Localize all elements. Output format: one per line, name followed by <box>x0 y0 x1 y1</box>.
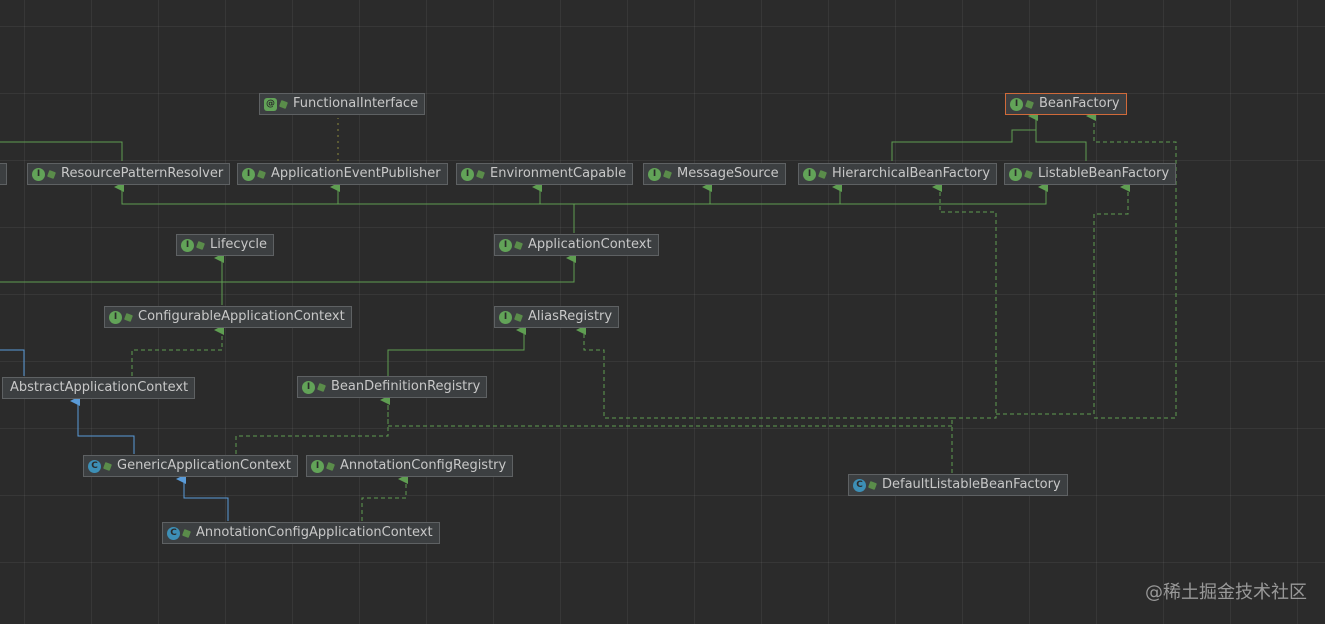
node-label: BeanDefinitionRegistry <box>331 379 481 394</box>
node-resource-pattern-resolver[interactable]: I ResourcePatternResolver <box>27 163 231 185</box>
edge-listable-beanfactory <box>1035 116 1087 161</box>
edge-default-hierarchical <box>932 182 997 419</box>
node-label: ListableBeanFactory <box>1038 166 1170 181</box>
access-modifier-icon <box>868 480 877 490</box>
node-annotation-config-registry[interactable]: I AnnotationConfigRegistry <box>306 455 514 477</box>
edge-appcontext-listable <box>840 182 1048 205</box>
node-label: AnnotationConfigApplicationContext <box>196 525 433 540</box>
access-modifier-icon <box>514 312 523 322</box>
node-lifecycle[interactable]: I Lifecycle <box>176 234 275 256</box>
node-functional-interface[interactable]: @ FunctionalInterface <box>259 93 426 115</box>
class-icon: C <box>853 478 866 492</box>
node-alias-registry[interactable]: I AliasRegistry <box>494 306 620 328</box>
access-modifier-icon <box>1024 169 1033 179</box>
class-icon: C <box>88 459 101 473</box>
node-label: AnnotationConfigRegistry <box>340 458 507 473</box>
node-label: DefaultListableBeanFactory <box>882 477 1061 492</box>
node-application-event-publisher[interactable]: I ApplicationEventPublisher <box>237 163 448 185</box>
node-label: Lifecycle <box>210 237 268 252</box>
interface-icon: I <box>1010 97 1023 111</box>
interface-icon: I <box>1009 167 1022 181</box>
edge-beandefinition-alias <box>387 325 526 376</box>
interface-icon: I <box>461 167 474 181</box>
node-bean-factory[interactable]: I BeanFactory <box>1005 93 1127 115</box>
interface-icon: I <box>109 310 122 324</box>
access-modifier-icon <box>196 240 205 250</box>
node-label: MessageSource <box>677 166 779 181</box>
interface-icon: I <box>302 380 315 394</box>
node-label: FunctionalInterface <box>293 96 419 111</box>
interface-icon: I <box>499 310 512 324</box>
node-abstract-application-context[interactable]: AbstractApplicationContext <box>2 377 196 399</box>
node-label: ResourcePatternResolver <box>61 166 224 181</box>
edge-generic-abstract <box>70 396 135 454</box>
node-label: GenericApplicationContext <box>117 458 291 473</box>
interface-icon: I <box>311 459 324 473</box>
interface-icon: I <box>242 167 255 181</box>
edge-annotationconfig-registry <box>361 474 408 521</box>
node-bean-definition-registry[interactable]: I BeanDefinitionRegistry <box>297 376 488 398</box>
interface-icon: I <box>32 167 45 181</box>
node-label: HierarchicalBeanFactory <box>832 166 991 181</box>
node-message-source[interactable]: I MessageSource <box>643 163 786 185</box>
node-generic-application-context[interactable]: C GenericApplicationContext <box>83 455 298 477</box>
edge-default-listable <box>996 182 1130 415</box>
edge-hierarchical-beanfactory <box>891 111 1038 161</box>
access-modifier-icon <box>317 382 326 392</box>
access-modifier-icon <box>103 461 112 471</box>
node-application-context[interactable]: I ApplicationContext <box>494 234 659 256</box>
node-environment-capable[interactable]: I EnvironmentCapable <box>456 163 634 185</box>
interface-icon: I <box>648 167 661 181</box>
class-icon: C <box>167 526 180 540</box>
node-label: EnvironmentCapable <box>490 166 627 181</box>
edge-default-beandefinition <box>387 400 952 427</box>
interface-icon: I <box>499 238 512 252</box>
access-modifier-icon <box>257 169 266 179</box>
edge-abstract-configurable <box>131 325 224 376</box>
access-modifier-icon <box>47 169 56 179</box>
node-label: AbstractApplicationContext <box>10 380 189 395</box>
interface-icon: I <box>181 238 194 252</box>
node-label: ConfigurableApplicationContext <box>138 309 345 324</box>
node-default-listable-bean-factory[interactable]: C DefaultListableBeanFactory <box>848 474 1068 496</box>
access-modifier-icon <box>124 312 133 322</box>
access-modifier-icon <box>818 169 827 179</box>
node-label: ApplicationEventPublisher <box>271 166 441 181</box>
watermark: @稀土掘金技术社区 <box>1145 582 1307 603</box>
interface-icon: I <box>803 167 816 181</box>
node-annotation-config-application-context[interactable]: C AnnotationConfigApplicationContext <box>162 522 440 544</box>
access-modifier-icon <box>476 169 485 179</box>
access-modifier-icon <box>326 461 335 471</box>
access-modifier-icon <box>182 528 191 538</box>
node-hierarchical-bean-factory[interactable]: I HierarchicalBeanFactory <box>798 163 998 185</box>
access-modifier-icon <box>279 99 288 109</box>
access-modifier-icon <box>663 169 672 179</box>
edge-offscreen-resource <box>0 141 123 161</box>
edge-annotationconfig-generic <box>176 474 229 521</box>
edge-offscreen-abstract <box>0 349 25 376</box>
node-label: AliasRegistry <box>528 309 613 324</box>
node-offscreen-partial[interactable] <box>0 163 7 185</box>
edge-default-beanfactory <box>1086 111 1177 419</box>
edge-appcontext-hierarchical <box>710 182 842 205</box>
node-listable-bean-factory[interactable]: I ListableBeanFactory <box>1004 163 1177 185</box>
annotation-icon: @ <box>264 97 277 111</box>
edge-configurable-appcontext <box>222 253 576 283</box>
edge-appcontext-resource <box>114 182 574 205</box>
access-modifier-icon <box>514 240 523 250</box>
node-label: ApplicationContext <box>528 237 652 252</box>
edge-default-alias <box>576 325 952 419</box>
node-configurable-application-context[interactable]: I ConfigurableApplicationContext <box>104 306 352 328</box>
access-modifier-icon <box>1025 99 1034 109</box>
edge-generic-beandefinition <box>235 395 390 454</box>
node-label: BeanFactory <box>1039 96 1120 111</box>
edge-appcontext-message <box>574 182 712 205</box>
